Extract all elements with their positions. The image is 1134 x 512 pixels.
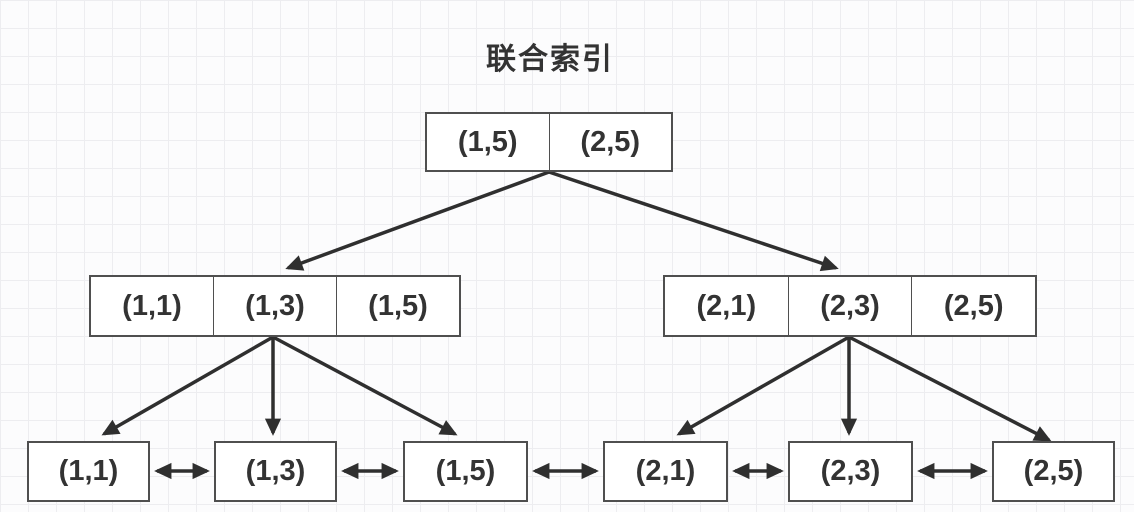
root-cell-1: (2,5) xyxy=(548,114,672,170)
internal-right-cell-2: (2,5) xyxy=(911,277,1035,335)
leaf-node-2: (1,3) xyxy=(214,441,337,502)
leaf-node-6: (2,5) xyxy=(992,441,1115,502)
internal-node-left: (1,1) (1,3) (1,5) xyxy=(89,275,461,337)
edge-root-to-internal-left xyxy=(285,170,550,271)
leaf-node-5: (2,3) xyxy=(788,441,913,502)
internal-right-cell-1: (2,3) xyxy=(787,277,912,335)
leaf-cell-4: (2,1) xyxy=(635,455,696,487)
leaf-node-1: (1,1) xyxy=(27,441,150,502)
internal-left-cell-2: (1,5) xyxy=(336,277,459,335)
internal-node-right: (2,1) (2,3) (2,5) xyxy=(663,275,1037,337)
leaf-node-4: (2,1) xyxy=(603,441,728,502)
edge-internal-right-to-leaf-6 xyxy=(848,335,1052,442)
leaf-cell-1: (1,1) xyxy=(58,455,119,487)
edge-root-to-internal-right xyxy=(548,170,839,272)
leaf-cell-5: (2,3) xyxy=(820,455,881,487)
internal-left-cell-1: (1,3) xyxy=(213,277,336,335)
edge-internal-left-to-leaf-3 xyxy=(272,335,458,436)
leaf-cell-6: (2,5) xyxy=(1023,455,1084,487)
leaf-cell-3: (1,5) xyxy=(435,455,496,487)
edge-internal-left-to-leaf-1 xyxy=(101,335,274,436)
internal-left-cell-0: (1,1) xyxy=(122,289,182,322)
diagram-title: 联合索引 xyxy=(486,43,614,76)
internal-right-cell-0: (2,1) xyxy=(696,289,757,322)
root-cell-0: (1,5) xyxy=(457,125,518,158)
leaf-cell-2: (1,3) xyxy=(245,455,306,487)
edge-internal-right-to-leaf-4 xyxy=(676,335,850,436)
leaf-node-3: (1,5) xyxy=(403,441,528,502)
root-node: (1,5) (2,5) xyxy=(425,112,673,172)
